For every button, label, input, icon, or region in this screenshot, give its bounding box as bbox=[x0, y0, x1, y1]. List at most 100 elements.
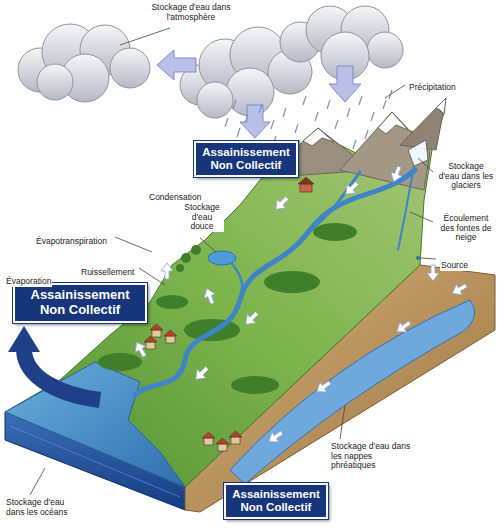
label-anchor: Ruissellement bbox=[80, 261, 135, 279]
callout-label: Source bbox=[440, 261, 469, 271]
flow-arrow bbox=[242, 309, 262, 329]
landscape-block bbox=[5, 110, 495, 512]
callout-label: Évaporation bbox=[5, 277, 52, 287]
house bbox=[229, 431, 242, 437]
flow-arrow bbox=[272, 194, 292, 214]
cloud bbox=[18, 6, 403, 118]
leader-line bbox=[30, 468, 45, 495]
evaporation-arrow bbox=[24, 350, 100, 400]
callout-label: Condensation bbox=[148, 193, 202, 203]
label-anchor: Stockage d'eau dans les nappes phréatiqu… bbox=[330, 442, 412, 472]
callout-label: Stockage d'eau dans les nappes phréatiqu… bbox=[330, 442, 412, 471]
cloud bbox=[110, 48, 150, 88]
house bbox=[216, 438, 229, 444]
label-anchor: Évaporation bbox=[5, 270, 52, 288]
leader-line bbox=[340, 405, 345, 439]
evaporation-arrow bbox=[8, 326, 100, 400]
label-anchor: Stockage d'eau dans les glaciers bbox=[436, 162, 496, 192]
cloud-arrow bbox=[157, 50, 361, 138]
forest bbox=[313, 223, 357, 241]
leader-line bbox=[421, 258, 436, 259]
house bbox=[298, 177, 314, 184]
forest bbox=[176, 264, 184, 272]
flow-arrow bbox=[161, 263, 173, 279]
flow-arrow bbox=[313, 378, 333, 397]
mountain bbox=[303, 128, 334, 146]
river bbox=[135, 170, 415, 395]
landscape-block bbox=[5, 110, 445, 487]
cloud bbox=[367, 32, 403, 68]
groundwater bbox=[230, 300, 475, 484]
river bbox=[312, 172, 360, 228]
house bbox=[146, 342, 155, 349]
flow-arrow bbox=[393, 318, 413, 337]
river bbox=[398, 166, 414, 250]
landscape-block bbox=[10, 426, 180, 497]
house bbox=[144, 336, 157, 342]
label-anchor: Précipitation bbox=[408, 76, 457, 94]
evaporation-arrow bbox=[8, 326, 40, 352]
mountain bbox=[408, 140, 428, 166]
sanitation-box: Assainissement Non Collectif bbox=[224, 483, 328, 519]
flow-arrow bbox=[131, 165, 469, 447]
label-anchor: Stockage d'eau dans les océans bbox=[5, 498, 83, 519]
house bbox=[300, 184, 312, 192]
house bbox=[204, 438, 213, 445]
leader-line bbox=[30, 28, 436, 495]
house bbox=[166, 336, 175, 343]
callout-label: Évapotranspiration bbox=[35, 237, 108, 247]
house bbox=[202, 432, 215, 438]
house bbox=[218, 444, 227, 451]
cloud bbox=[197, 82, 233, 118]
leader-line bbox=[115, 237, 152, 252]
leader-line bbox=[385, 85, 405, 98]
flow-arrow bbox=[427, 265, 439, 281]
label-anchor: Stockage d'eau douce bbox=[180, 203, 224, 233]
cloud-arrow bbox=[240, 105, 270, 138]
house bbox=[164, 330, 177, 336]
label-anchor: Condensation bbox=[148, 186, 202, 204]
flow-arrow bbox=[265, 428, 285, 447]
callout-label: Stockage d'eau dans les glaciers bbox=[436, 162, 496, 191]
flow-arrow bbox=[201, 286, 218, 305]
label-anchor: Écoulement des fontes de neige bbox=[436, 214, 496, 244]
flow-arrow bbox=[192, 364, 212, 384]
leader-line bbox=[200, 238, 216, 252]
mountain bbox=[378, 112, 408, 134]
callout-label: Ruissellement bbox=[80, 268, 135, 278]
house bbox=[152, 330, 161, 337]
flow-arrow bbox=[449, 280, 469, 298]
forest bbox=[264, 271, 320, 293]
forest bbox=[181, 253, 191, 263]
box-text: Assainissement Non Collectif bbox=[230, 488, 322, 514]
sanitation-box: Assainissement Non Collectif bbox=[13, 283, 147, 323]
box-text: Assainissement Non Collectif bbox=[19, 288, 141, 318]
flow-arrow bbox=[342, 179, 362, 199]
cloud bbox=[37, 64, 73, 100]
mountain bbox=[340, 112, 430, 190]
cloud-arrow bbox=[157, 50, 196, 80]
callout-label: Précipitation bbox=[408, 83, 457, 93]
label-anchor: Stockage d'eau dans l'atmosphère bbox=[150, 3, 232, 24]
leader-line bbox=[120, 28, 170, 45]
label-anchor: Source bbox=[440, 254, 469, 272]
flow-arrow bbox=[131, 339, 149, 359]
cloud-arrow bbox=[329, 66, 361, 102]
label-anchor: Évapotranspiration bbox=[35, 230, 108, 248]
forest bbox=[156, 295, 188, 309]
leader-line bbox=[410, 212, 433, 222]
callout-label: Stockage d'eau dans les océans bbox=[5, 498, 83, 517]
spring-dot bbox=[416, 256, 420, 260]
callout-label: Écoulement des fontes de neige bbox=[436, 214, 496, 243]
callout-label: Stockage d'eau dans l'atmosphère bbox=[150, 3, 232, 22]
forest bbox=[191, 245, 201, 255]
mountain bbox=[436, 98, 446, 114]
sanitation-box: Assainissement Non Collectif bbox=[194, 141, 298, 177]
river bbox=[135, 166, 415, 395]
river bbox=[232, 264, 242, 300]
leader-line bbox=[418, 158, 433, 172]
box-text: Assainissement Non Collectif bbox=[200, 146, 292, 172]
